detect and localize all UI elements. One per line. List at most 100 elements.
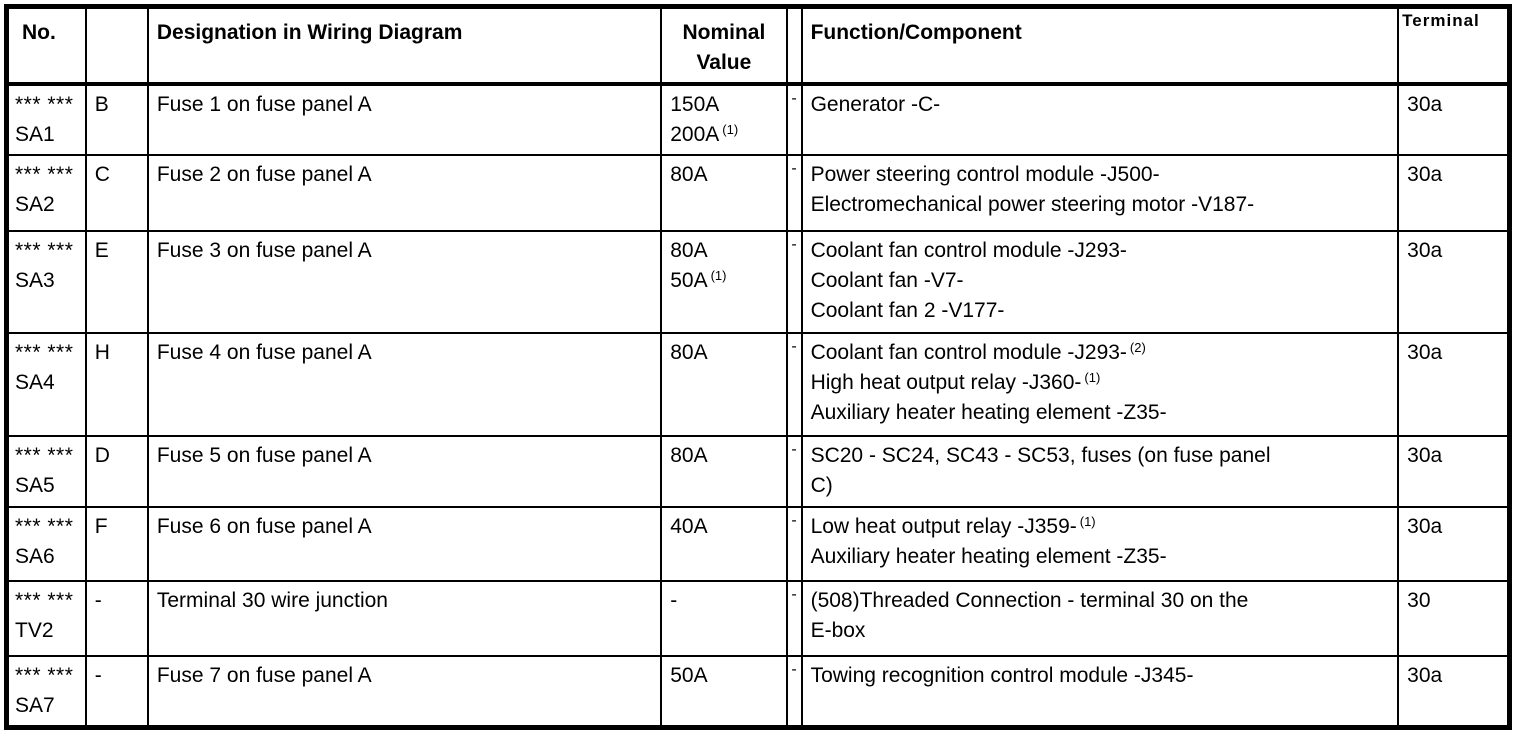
terminal-value: 30a xyxy=(1407,444,1443,467)
terminal-value: 30a xyxy=(1407,341,1443,364)
function-line-text: (508)Threaded Connection - terminal 30 o… xyxy=(810,589,1249,612)
cell-terminal: 30a xyxy=(1397,435,1511,508)
designation-text: Fuse 2 on fuse panel A xyxy=(156,163,372,186)
fuse-id: SA3 xyxy=(15,269,55,292)
cell-no: *** *** SA7 xyxy=(5,655,87,729)
function-line-text: Electromechanical power steering motor -… xyxy=(810,193,1255,216)
cell-no: *** ***SA5 xyxy=(5,435,87,508)
cell-function: SC20 - SC24, SC43 - SC53, fuses (on fuse… xyxy=(800,435,1400,508)
col-header-terminal: Terminal xyxy=(1397,5,1511,86)
fuse-letter: - xyxy=(94,664,102,687)
nominal-line-text: 200A xyxy=(670,123,720,146)
cell-no: *** *** SA6 xyxy=(5,506,87,582)
function-line: Towing recognition control module -J345- xyxy=(811,661,1392,691)
footnote-ref: (2) xyxy=(1129,340,1146,355)
cell-nominal-value: - xyxy=(660,580,788,657)
col-header-function: Function/Component xyxy=(800,5,1400,86)
nominal-line: 80A xyxy=(670,236,779,266)
tick-mark: - xyxy=(791,441,797,458)
function-line: (508)Threaded Connection - terminal 30 o… xyxy=(811,586,1392,616)
fuse-id: SA1 xyxy=(15,123,55,146)
tick-mark: - xyxy=(791,661,797,678)
function-line: Electromechanical power steering motor -… xyxy=(811,190,1392,220)
cell-no: *** ***TV2 xyxy=(5,580,87,657)
fuse-id-masked: *** *** xyxy=(15,515,74,538)
function-line: Coolant fan -V7- xyxy=(811,266,1392,296)
cell-tick: - xyxy=(785,506,803,582)
footnote-ref: (1) xyxy=(722,122,739,137)
tick-mark: - xyxy=(791,338,797,355)
cell-tick: - xyxy=(785,655,803,729)
fuse-letter: F xyxy=(94,515,108,538)
cell-terminal: 30a xyxy=(1397,332,1511,437)
function-line: SC20 - SC24, SC43 - SC53, fuses (on fuse… xyxy=(811,441,1392,471)
cell-function: Towing recognition control module -J345- xyxy=(800,655,1400,729)
nominal-line: 80A xyxy=(670,338,779,368)
table-row: *** *** SA6 F Fuse 6 on fuse panel A 40A -Low… xyxy=(5,506,1511,582)
fuse-letter: E xyxy=(94,239,109,262)
nominal-line-text: 50A xyxy=(670,664,708,687)
cell-function: Low heat output relay -J359-(1)Auxiliary… xyxy=(800,506,1400,582)
function-line: Generator -C- xyxy=(811,90,1392,120)
fuse-id: SA6 xyxy=(15,545,55,568)
cell-designation: Fuse 3 on fuse panel A xyxy=(146,230,663,334)
function-line-text: C) xyxy=(810,474,833,497)
terminal-value: 30a xyxy=(1407,664,1443,687)
cell-letter: - xyxy=(84,580,149,657)
function-line-text: Coolant fan 2 -V177- xyxy=(810,299,1005,322)
cell-terminal: 30a xyxy=(1397,655,1511,729)
function-line: Coolant fan 2 -V177- xyxy=(811,296,1392,326)
col-header-tick xyxy=(785,5,803,86)
cell-terminal: 30 xyxy=(1397,580,1511,657)
footnote-ref: (1) xyxy=(1084,370,1101,385)
cell-function: Coolant fan control module -J293- Coolant… xyxy=(800,230,1400,334)
cell-function: Power steering control module -J500-Elec… xyxy=(800,154,1400,232)
fuse-id-masked: *** *** xyxy=(15,341,74,364)
table-row: *** ***TV2-Terminal 30 wire junction--(5… xyxy=(5,580,1511,657)
nominal-line: 40A xyxy=(670,512,779,542)
fuse-id: TV2 xyxy=(15,619,54,642)
designation-text: Fuse 6 on fuse panel A xyxy=(156,515,372,538)
nominal-line-text: - xyxy=(670,589,678,612)
nominal-line: 50A xyxy=(670,661,779,691)
table-header: No. Designation in Wiring Diagram Nomina… xyxy=(5,5,1511,86)
function-line: High heat output relay -J360-(1) xyxy=(811,368,1392,398)
cell-nominal-value: 80A xyxy=(660,435,788,508)
cell-tick: - xyxy=(785,580,803,657)
cell-nominal-value: 40A xyxy=(660,506,788,582)
fuse-letter: C xyxy=(94,163,110,186)
nominal-header-line2: Value xyxy=(696,51,752,74)
terminal-value: 30a xyxy=(1407,93,1443,116)
designation-text: Fuse 3 on fuse panel A xyxy=(156,239,372,262)
fuse-id-masked: *** *** xyxy=(15,664,74,687)
cell-terminal: 30a xyxy=(1397,230,1511,334)
terminal-value: 30 xyxy=(1407,589,1431,612)
function-line: Coolant fan control module -J293- xyxy=(811,236,1392,266)
designation-text: Fuse 5 on fuse panel A xyxy=(156,444,372,467)
cell-designation: Fuse 7 on fuse panel A xyxy=(146,655,663,729)
cell-no: *** ***SA2 xyxy=(5,154,87,232)
nominal-line: - xyxy=(670,586,779,616)
footnote-ref: (1) xyxy=(1079,514,1096,529)
function-line: Coolant fan control module -J293-(2) xyxy=(811,338,1392,368)
nominal-line-text: 80A xyxy=(670,341,708,364)
fuse-letter: - xyxy=(94,589,102,612)
tick-mark: - xyxy=(791,90,797,107)
cell-letter: E xyxy=(84,230,149,334)
terminal-value: 30a xyxy=(1407,239,1443,262)
fuse-id: SA7 xyxy=(15,694,55,717)
cell-letter: D xyxy=(84,435,149,508)
function-line-text: Low heat output relay -J359- xyxy=(810,515,1077,538)
col-header-designation: Designation in Wiring Diagram xyxy=(146,5,663,86)
cell-tick: - xyxy=(785,230,803,334)
cell-tick: - xyxy=(785,154,803,232)
tick-mark: - xyxy=(791,586,797,603)
col-header-nominal-value: Nominal Value xyxy=(660,5,788,86)
function-line-text: Coolant fan -V7- xyxy=(810,269,964,292)
nominal-line-text: 40A xyxy=(670,515,708,538)
cell-terminal: 30a xyxy=(1397,83,1511,156)
